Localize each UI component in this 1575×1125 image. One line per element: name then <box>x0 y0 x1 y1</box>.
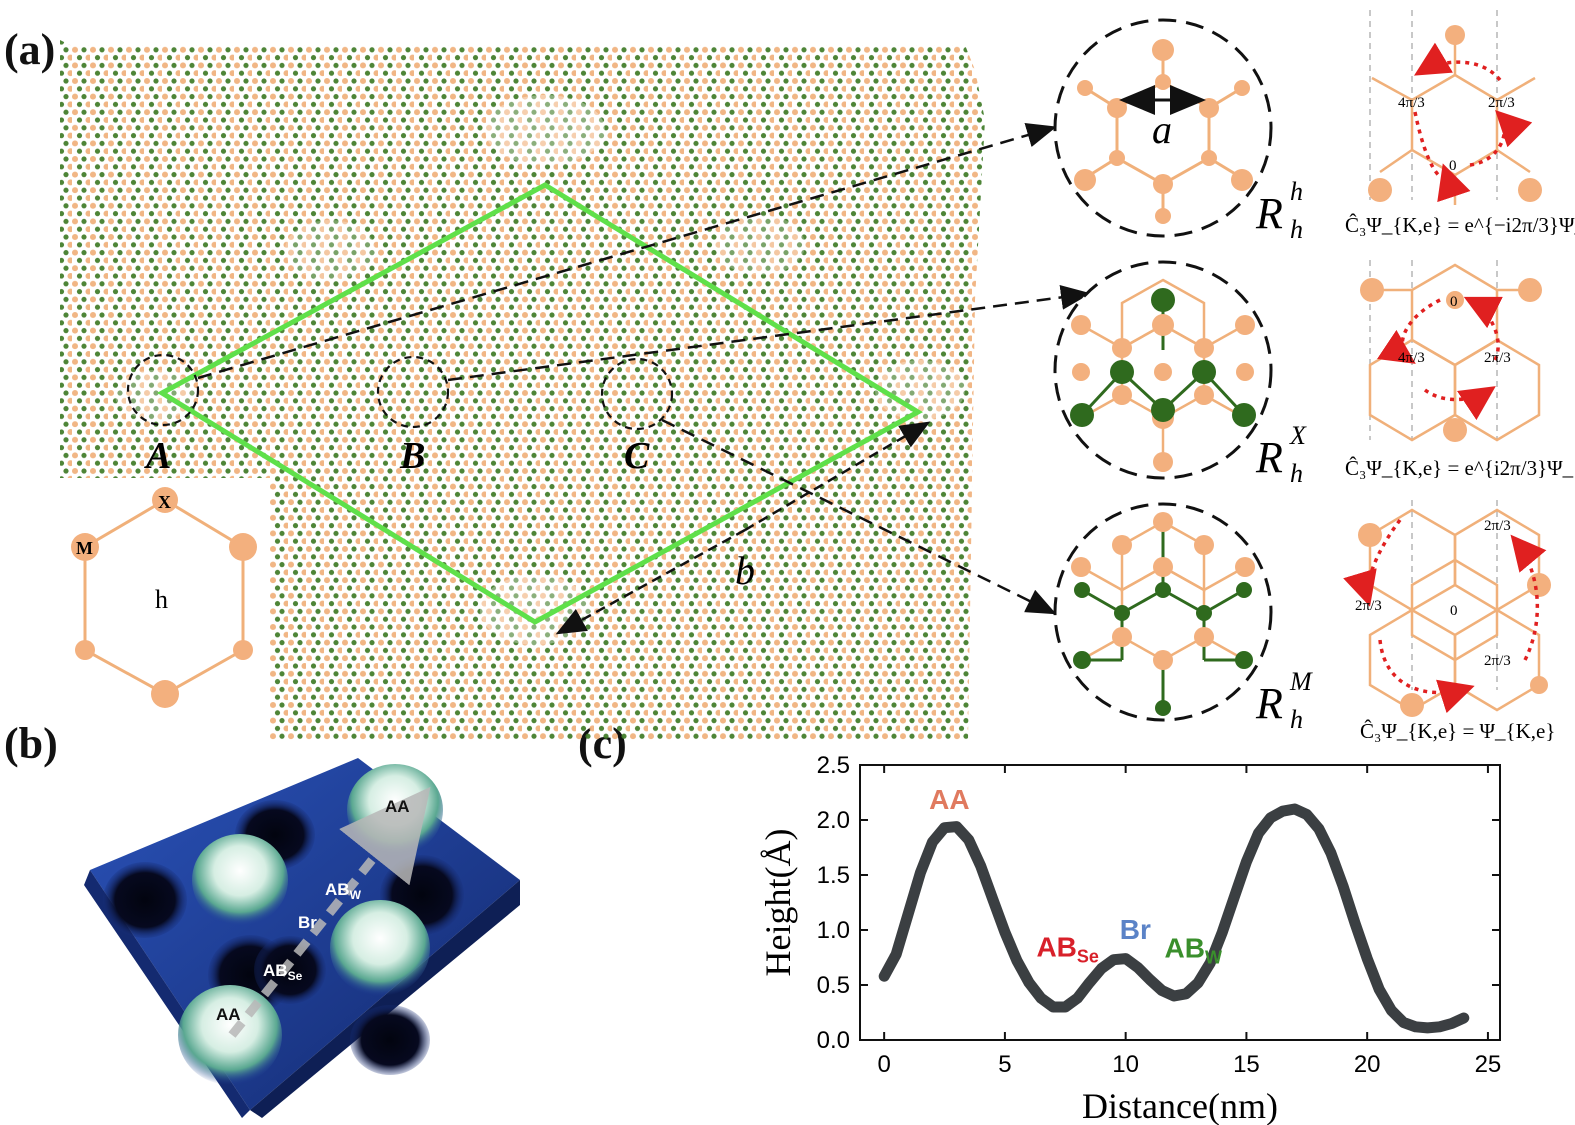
inset-center-label: h <box>155 585 168 614</box>
arrow-b-to-rhx <box>447 284 1091 382</box>
profile-annotation: ABW <box>1165 933 1222 968</box>
stacking-rhh-sub: h <box>1290 215 1303 244</box>
stacking-rhx-sup: X <box>1289 421 1307 450</box>
stacking-label-rhm: R M h <box>1255 667 1313 734</box>
y-axis-label: Height(Å) <box>758 829 798 977</box>
stacking-rhx-base: R <box>1255 433 1283 482</box>
y-tick-label: 1.0 <box>817 917 850 944</box>
arrow-c-to-rhm <box>661 418 1057 615</box>
y-tick-label: 2.0 <box>817 807 850 834</box>
y-tick-label: 1.5 <box>817 862 850 889</box>
stm-label-abse: ABSe <box>263 961 303 983</box>
site-a-circle <box>126 353 200 427</box>
moire-period-arrow-2 <box>744 421 931 532</box>
phase3-label-1: 2π/3 <box>1355 598 1382 614</box>
lattice-constant-label: a <box>1152 107 1172 152</box>
stm-label-aa-bottom: AA <box>216 1005 241 1024</box>
height-profile-chart: 0 5 10 15 20 25 0.0 0.5 1.0 1.5 2.0 2.5Distance(nm)… <box>758 752 1501 1125</box>
x-tick-label: 15 <box>1233 1051 1260 1078</box>
stacking-rhx-sub: h <box>1290 459 1303 488</box>
phase-diagram-1 <box>1368 10 1542 205</box>
stm-label-aa-top: AA <box>385 797 410 816</box>
panel-a-label: (a) <box>4 25 56 74</box>
x-tick-label: 25 <box>1475 1051 1502 1078</box>
inset-chalcogen-label: X <box>158 492 171 512</box>
phase1-label-2: 0 <box>1449 158 1457 174</box>
zoom-circle-rhh <box>1053 18 1273 238</box>
moire-fade-spots <box>115 95 965 645</box>
height-profile-line <box>878 803 1470 1034</box>
y-tick-label: 2.5 <box>817 752 850 779</box>
x-tick-label: 10 <box>1112 1051 1139 1078</box>
site-c-circle <box>600 357 674 431</box>
x-tick-label: 20 <box>1354 1051 1381 1078</box>
phase3-label-2: 0 <box>1450 603 1458 619</box>
site-b-circle <box>376 355 450 429</box>
moire-period-arrow <box>555 528 746 635</box>
phase2-label-2: 2π/3 <box>1484 350 1511 366</box>
phase2-label-1: 4π/3 <box>1398 350 1425 366</box>
stm-label-br: Br <box>298 913 317 932</box>
stacking-rhh-sup: h <box>1290 177 1303 206</box>
zoom-circle-rhx <box>1053 260 1273 480</box>
x-axis-label: Distance(nm) <box>1082 1086 1278 1125</box>
arrow-a-to-rhh <box>197 123 1057 380</box>
stm-label-abw: ABW <box>325 880 362 902</box>
phase1-label-0: 4π/3 <box>1398 95 1425 111</box>
profile-annotation: ABSe <box>1036 931 1098 966</box>
zoom-circle-rhm <box>1053 502 1273 722</box>
stacking-label-rhx: R X h <box>1255 421 1307 488</box>
profile-annotation: Br <box>1120 914 1151 945</box>
phase3-equation: Ĉ₃Ψ_{K,e} = Ψ_{K,e} <box>1360 719 1555 743</box>
inset-hexagon <box>60 478 270 740</box>
moire-unit-cell <box>157 182 923 625</box>
phase-diagram-3 <box>1343 500 1551 717</box>
site-a-label: A <box>144 435 171 477</box>
site-c-label: C <box>624 435 650 477</box>
plot-frame <box>859 764 1501 1041</box>
moire-period-label: b <box>735 548 755 593</box>
phase1-label-1: 2π/3 <box>1488 95 1515 111</box>
phase1-equation: Ĉ₃Ψ_{K,e} = e^{−i2π/3}Ψ_{K,e} <box>1345 213 1575 237</box>
x-tick-label: 5 <box>998 1051 1011 1078</box>
phase2-label-0: 0 <box>1450 294 1458 310</box>
phase2-equation: Ĉ₃Ψ_{K,e} = e^{i2π/3}Ψ_{K,e} <box>1345 456 1575 480</box>
phase-diagram-2 <box>1360 260 1542 442</box>
stacking-rhh-base: R <box>1255 189 1283 238</box>
phase3-label-0: 2π/3 <box>1484 518 1511 534</box>
stm-topography <box>84 758 520 1118</box>
stacking-label-rhh: R h h <box>1255 177 1303 244</box>
phase3-label-3: 2π/3 <box>1484 653 1511 669</box>
inset-metal-label: M <box>76 538 93 558</box>
site-b-label: B <box>399 435 425 477</box>
stacking-rhm-sup: M <box>1289 667 1313 696</box>
panel-b-label: (b) <box>4 719 58 768</box>
stacking-rhm-base: R <box>1255 679 1283 728</box>
profile-annotation: AA <box>929 784 969 815</box>
y-tick-label: 0.5 <box>817 972 850 999</box>
x-tick-label: 0 <box>877 1051 890 1078</box>
stacking-rhm-sub: h <box>1290 705 1303 734</box>
y-tick-label: 0.0 <box>817 1027 850 1054</box>
